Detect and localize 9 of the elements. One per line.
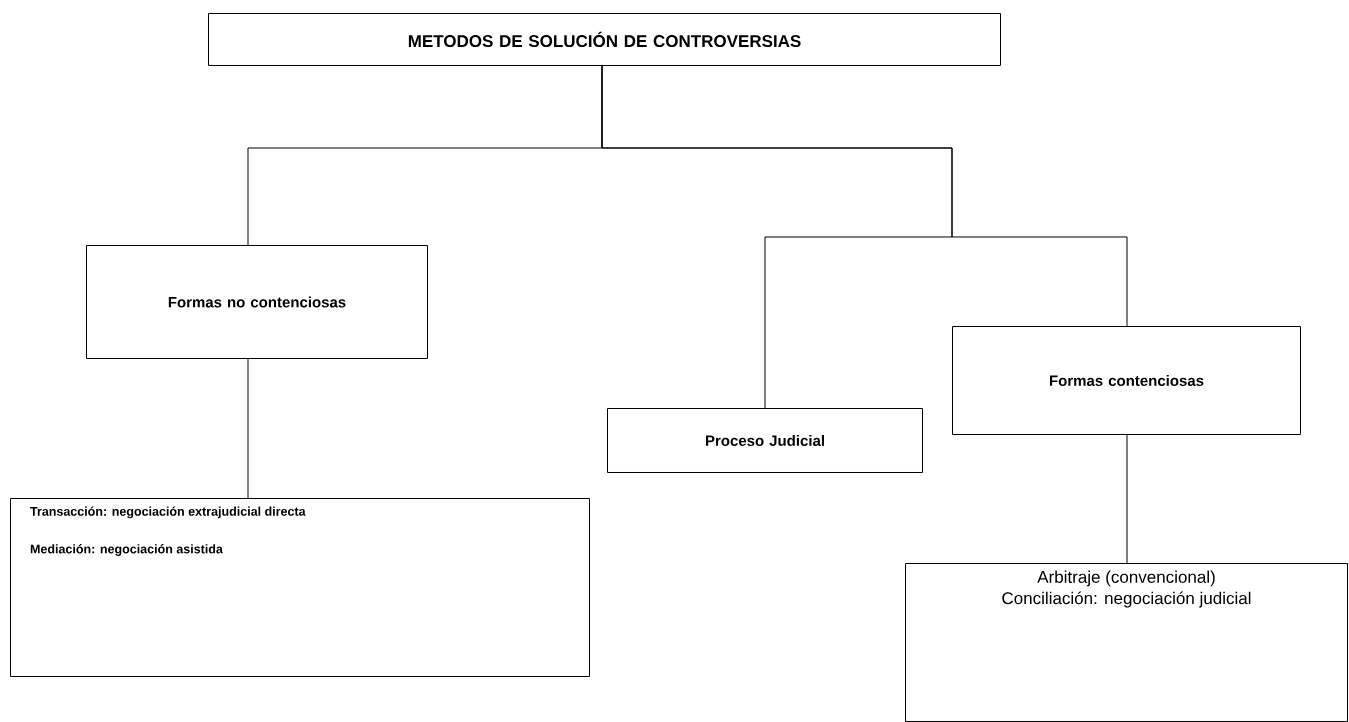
text-box: Formas contenciosas xyxy=(952,326,1301,435)
connector-line xyxy=(601,64,1128,327)
connector-line xyxy=(1126,433,1128,564)
title-box: METODOS DE SOLUCIÓN DE CONTROVERSIAS xyxy=(208,13,1001,66)
text-box: Transacción: negociación extrajudicial directa Mediación: negociación asistida xyxy=(10,498,590,677)
connector-line xyxy=(247,357,249,499)
text-box: Proceso Judicial xyxy=(607,408,923,473)
text-box: Formas no contenciosas xyxy=(86,245,428,359)
text-box: Arbitraje (convencional) Conciliación: negociación judicial xyxy=(905,563,1348,722)
